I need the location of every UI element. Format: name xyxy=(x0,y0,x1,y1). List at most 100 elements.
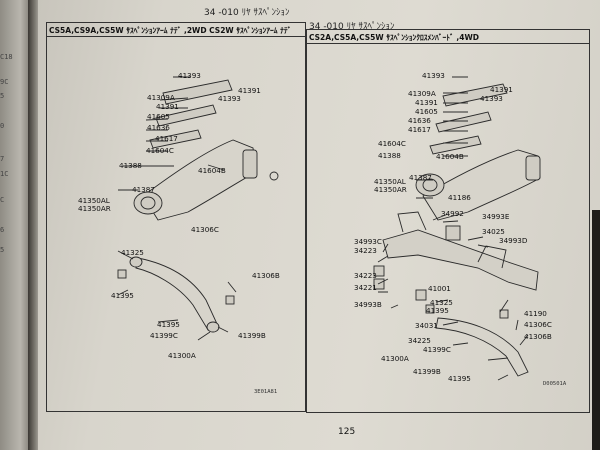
crossmember-shape xyxy=(382,229,539,291)
prev-page-mark: 5 xyxy=(0,92,5,100)
right-part-label: 41186 xyxy=(448,193,471,202)
right-figure-id: D00501A xyxy=(543,381,567,387)
right-part-label: 41350AL xyxy=(374,177,406,186)
right-part-label: 41604B xyxy=(436,152,464,161)
right-part-label: 41393 xyxy=(422,71,445,80)
bushing-shape xyxy=(133,191,163,215)
r-diff-mount-shape xyxy=(445,225,461,241)
left-figure-id: 3E01A81 xyxy=(254,389,278,395)
r-lower-link-shape xyxy=(429,135,482,155)
right-part-label: 34992 xyxy=(441,209,464,218)
bushing-41306b xyxy=(225,295,235,305)
right-part-label: 41393 xyxy=(480,94,503,103)
right-part-label: 34025 xyxy=(482,227,505,236)
right-part-label: 34993D xyxy=(499,236,528,245)
right-part-label: 41001 xyxy=(428,284,451,293)
catalog-page: 34 -010 ﾘﾔ ｻｽﾍﾟﾝｼｮﾝ CS5A,CS9A,CS5W ｻｽﾍﾟﾝ… xyxy=(38,0,600,450)
prev-page-mark: C xyxy=(0,196,5,204)
left-part-label: 41636 xyxy=(147,123,170,132)
right-part-label: 41395 xyxy=(448,374,471,383)
right-part-label: 34221 xyxy=(354,283,377,292)
left-part-label: 41604B xyxy=(198,166,226,175)
page-number: 125 xyxy=(338,427,356,437)
right-part-label: 41391 xyxy=(490,85,513,94)
prev-page-mark: 7 xyxy=(0,155,5,163)
trailing-arm-shape xyxy=(142,139,257,221)
right-part-label: 41306C xyxy=(524,320,552,329)
right-part-label: 41605 xyxy=(415,107,438,116)
left-part-label: 41306C xyxy=(191,225,219,234)
right-part-label: 41388 xyxy=(378,151,401,160)
left-part-label: 41605 xyxy=(147,112,170,121)
right-part-label: 41190 xyxy=(524,309,547,318)
right-diagram-lines xyxy=(373,76,541,381)
right-part-label: 41325 xyxy=(430,298,453,307)
hub-bolt-shape xyxy=(269,171,279,181)
r-hub-shape xyxy=(525,155,541,181)
left-part-label: 41391 xyxy=(156,102,179,111)
r-mount-bush-a xyxy=(373,265,385,277)
upper-arm-shape xyxy=(162,79,233,105)
right-part-label: 34225 xyxy=(408,336,431,345)
left-part-label: 41350AR xyxy=(78,204,111,213)
prev-page-mark: 9C xyxy=(0,78,9,86)
left-part-label: 41300A xyxy=(168,351,196,360)
left-part-label: 41395 xyxy=(111,291,134,300)
r-lower-arm-shape xyxy=(435,317,529,377)
right-part-label: 34993E xyxy=(482,212,510,221)
r-bushing-41190 xyxy=(499,309,509,319)
lower-link-shape xyxy=(149,129,202,149)
left-part-label: 41309A xyxy=(147,93,175,102)
toe-arm-shape xyxy=(155,104,217,127)
bushing-41325 xyxy=(117,269,127,279)
left-part-label: 41617 xyxy=(155,134,178,143)
right-part-label: 41306B xyxy=(524,332,552,341)
right-part-label: 41391 xyxy=(415,98,438,107)
left-part-label: 41388 xyxy=(119,161,142,170)
left-part-label: 41393 xyxy=(218,94,241,103)
r-bushing-inner xyxy=(422,178,438,192)
left-diagram-lines xyxy=(117,76,279,341)
r-bushing-41325 xyxy=(425,304,435,314)
left-panel-frame xyxy=(46,22,306,412)
parts-diagram xyxy=(117,76,541,381)
left-part-label: 41391 xyxy=(238,86,261,95)
left-section-title: 34 -010 ﾘﾔ ｻｽﾍﾟﾝｼｮﾝ xyxy=(204,8,290,18)
right-part-label: 41350AR xyxy=(374,185,407,194)
dark-background-edge xyxy=(592,210,600,450)
left-part-label: 41604C xyxy=(146,146,174,155)
lower-bush-a xyxy=(129,256,143,268)
right-part-label: 41300A xyxy=(381,354,409,363)
prev-page-mark: 0 xyxy=(0,122,5,130)
right-panel-header: CS2A,CS5A,CS5W ｻｽﾍﾟﾝｼｮﾝｸﾛｽﾒﾝﾊﾞｰﾄﾞ ,4WD xyxy=(309,33,479,42)
right-part-label: 34993C xyxy=(354,237,382,246)
left-part-label: 41395 xyxy=(157,320,180,329)
left-part-label: 41387 xyxy=(132,185,155,194)
right-section-title: 34 -010 ﾘﾔ ｻｽﾍﾟﾝｼｮﾝ xyxy=(309,22,395,32)
left-part-label: 41399C xyxy=(150,331,178,340)
right-panel-frame xyxy=(306,29,590,413)
prev-page-mark: 1C xyxy=(0,170,9,178)
bushing-inner-shape xyxy=(140,196,156,210)
right-part-label: 41309A xyxy=(408,89,436,98)
prev-page-mark: 6 xyxy=(0,226,5,234)
right-part-label: 41387 xyxy=(409,173,432,182)
lower-bush-b xyxy=(206,321,220,333)
left-part-label: 41325 xyxy=(121,248,144,257)
crossmember-mount-shape xyxy=(397,211,507,269)
left-part-label: 41306B xyxy=(252,271,280,280)
right-part-label: 34031 xyxy=(415,321,438,330)
left-part-label: 41393 xyxy=(178,71,201,80)
left-panel-header: CS5A,CS9A,CS5W ｻｽﾍﾟﾝｼｮﾝｱｰﾑ ﾅﾃﾞ ,2WD CS2W… xyxy=(49,26,292,35)
right-part-label: 34223 xyxy=(354,246,377,255)
left-part-label: 41350AL xyxy=(78,196,110,205)
right-part-label: 34993B xyxy=(354,300,382,309)
r-toe-arm-shape xyxy=(435,111,492,133)
left-part-label: 41399B xyxy=(238,331,266,340)
right-header-rule xyxy=(306,43,589,44)
right-part-label: 41399C xyxy=(423,345,451,354)
right-part-label: 41617 xyxy=(408,125,431,134)
right-part-label: 41399B xyxy=(413,367,441,376)
right-part-label: 41604C xyxy=(378,139,406,148)
